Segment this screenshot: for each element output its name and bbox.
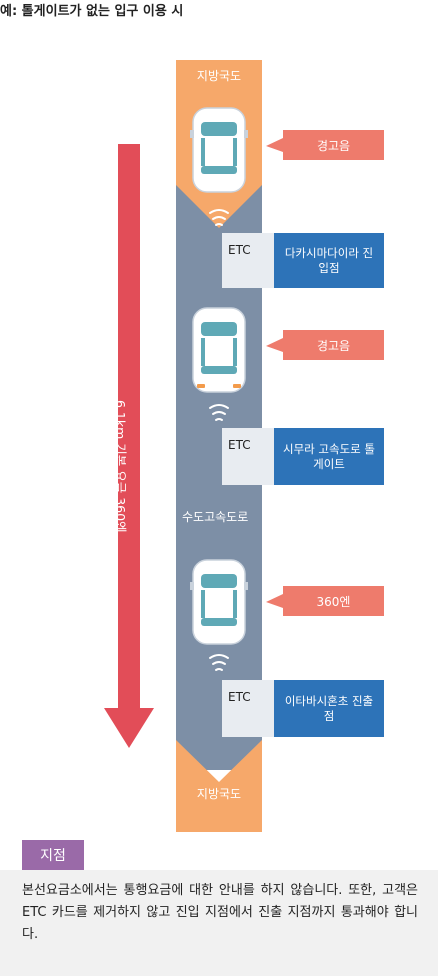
distance-label: 6.1km 기본 요금 360엔 bbox=[113, 400, 128, 533]
etc-point-3: ETC 이타바시혼초 진출점 bbox=[222, 680, 384, 737]
callout-fare: 360엔 bbox=[283, 586, 384, 616]
local-road-label-top: 지방국도 bbox=[196, 69, 242, 83]
etc-point-name: 다카시마다이라 진입점 bbox=[274, 233, 384, 288]
etc-point-2: ETC 시무라 고속도로 톨게이트 bbox=[222, 428, 384, 485]
etc-tag: ETC bbox=[222, 680, 274, 737]
car-icon bbox=[190, 107, 248, 193]
etc-point-1: ETC 다카시마다이라 진입점 bbox=[222, 233, 384, 288]
callout-pointer-1 bbox=[266, 138, 283, 152]
callout-pointer-3 bbox=[266, 594, 283, 608]
local-road-bottom bbox=[176, 740, 262, 832]
etc-point-name: 시무라 고속도로 톨게이트 bbox=[274, 428, 384, 485]
etc-point-name: 이타바시혼초 진출점 bbox=[274, 680, 384, 737]
page-title: 예: 톨게이트가 없는 입구 이용 시 bbox=[0, 4, 184, 19]
etc-tag: ETC bbox=[222, 233, 274, 288]
etc-tag: ETC bbox=[222, 428, 274, 485]
note-text: 본선요금소에서는 통행요금에 대한 안내를 하지 않습니다. 또한, 고객은 E… bbox=[22, 883, 418, 942]
callout-pointer-2 bbox=[266, 338, 283, 352]
expressway-label: 수도고속도로 bbox=[182, 510, 249, 524]
signal-wave-icon bbox=[209, 209, 229, 226]
distance-arrow bbox=[104, 144, 154, 748]
local-road-label-bottom: 지방국도 bbox=[196, 787, 242, 801]
note-tag: 지점 bbox=[22, 840, 84, 870]
signal-wave-icon bbox=[209, 654, 229, 671]
car-icon bbox=[192, 307, 246, 393]
signal-wave-icon bbox=[209, 404, 229, 421]
note-box: 본선요금소에서는 통행요금에 대한 안내를 하지 않습니다. 또한, 고객은 E… bbox=[0, 870, 438, 976]
callout-warning-2: 경고음 bbox=[283, 330, 384, 360]
car-icon bbox=[190, 559, 248, 645]
callout-warning-1: 경고음 bbox=[283, 130, 384, 160]
